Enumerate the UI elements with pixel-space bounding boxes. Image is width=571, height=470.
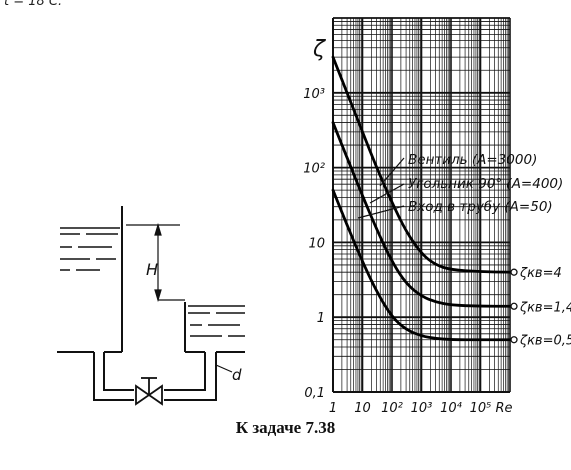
x-tick-label: 10: [354, 401, 371, 416]
asymptote-label: ζкв=4: [519, 266, 562, 281]
y-tick-label: 1: [317, 311, 325, 326]
x-tick-label: 10⁴: [440, 401, 463, 416]
diameter-label: d: [232, 366, 242, 384]
y-tick-label: 0,1: [304, 386, 325, 401]
asymptote-marker: [510, 302, 518, 310]
y-tick-label: 10³: [303, 87, 325, 102]
curve-series-2: [331, 121, 512, 308]
x-tick-label: 1: [329, 401, 337, 416]
legend-annotations: [357, 157, 405, 219]
pipe-inner: [103, 352, 134, 391]
pipe-inner-right: [164, 352, 206, 391]
pipe-outer: [93, 352, 134, 401]
chart-curves: [331, 55, 512, 342]
diameter-leader: [215, 364, 233, 373]
x-tick-label: 10²: [381, 401, 403, 416]
legend-entry: Вход в трубу (A=50): [408, 199, 553, 215]
tank-schematic: [57, 206, 245, 401]
legend-valve: Вентиль (A=3000): [408, 152, 537, 168]
valve-icon: [135, 377, 163, 406]
curve-series-1: [331, 55, 512, 274]
pipe-outer-right: [164, 352, 217, 401]
cut-off-text-fragment: t = 18 C.: [4, 0, 63, 9]
figure-caption: К задаче 7.38: [235, 418, 336, 437]
asymptote-markers: ζкв=4 ζкв=1,4 ζкв=0,5: [510, 266, 571, 349]
asymptote-marker: [510, 336, 518, 344]
x-tick-label: 10³: [411, 401, 433, 416]
asymptote-label: ζкв=0,5: [519, 334, 571, 349]
x-tick-label: Re: [495, 401, 512, 416]
legend-elbow: Угольник 90° (A=400): [408, 176, 563, 192]
y-tick-label: 10: [308, 236, 325, 251]
y-tick-label: 10²: [303, 162, 325, 177]
asymptote-label: ζкв=1,4: [519, 300, 571, 315]
water-surfaces: [60, 227, 245, 337]
head-dimension: [126, 222, 185, 303]
chart-grid: [332, 17, 511, 393]
asymptote-marker: [510, 268, 518, 276]
x-tick-label: 10⁵: [470, 401, 492, 416]
curve-series-3: [331, 188, 512, 342]
y-axis-title: ζ: [312, 37, 326, 62]
head-label: H: [146, 260, 158, 279]
